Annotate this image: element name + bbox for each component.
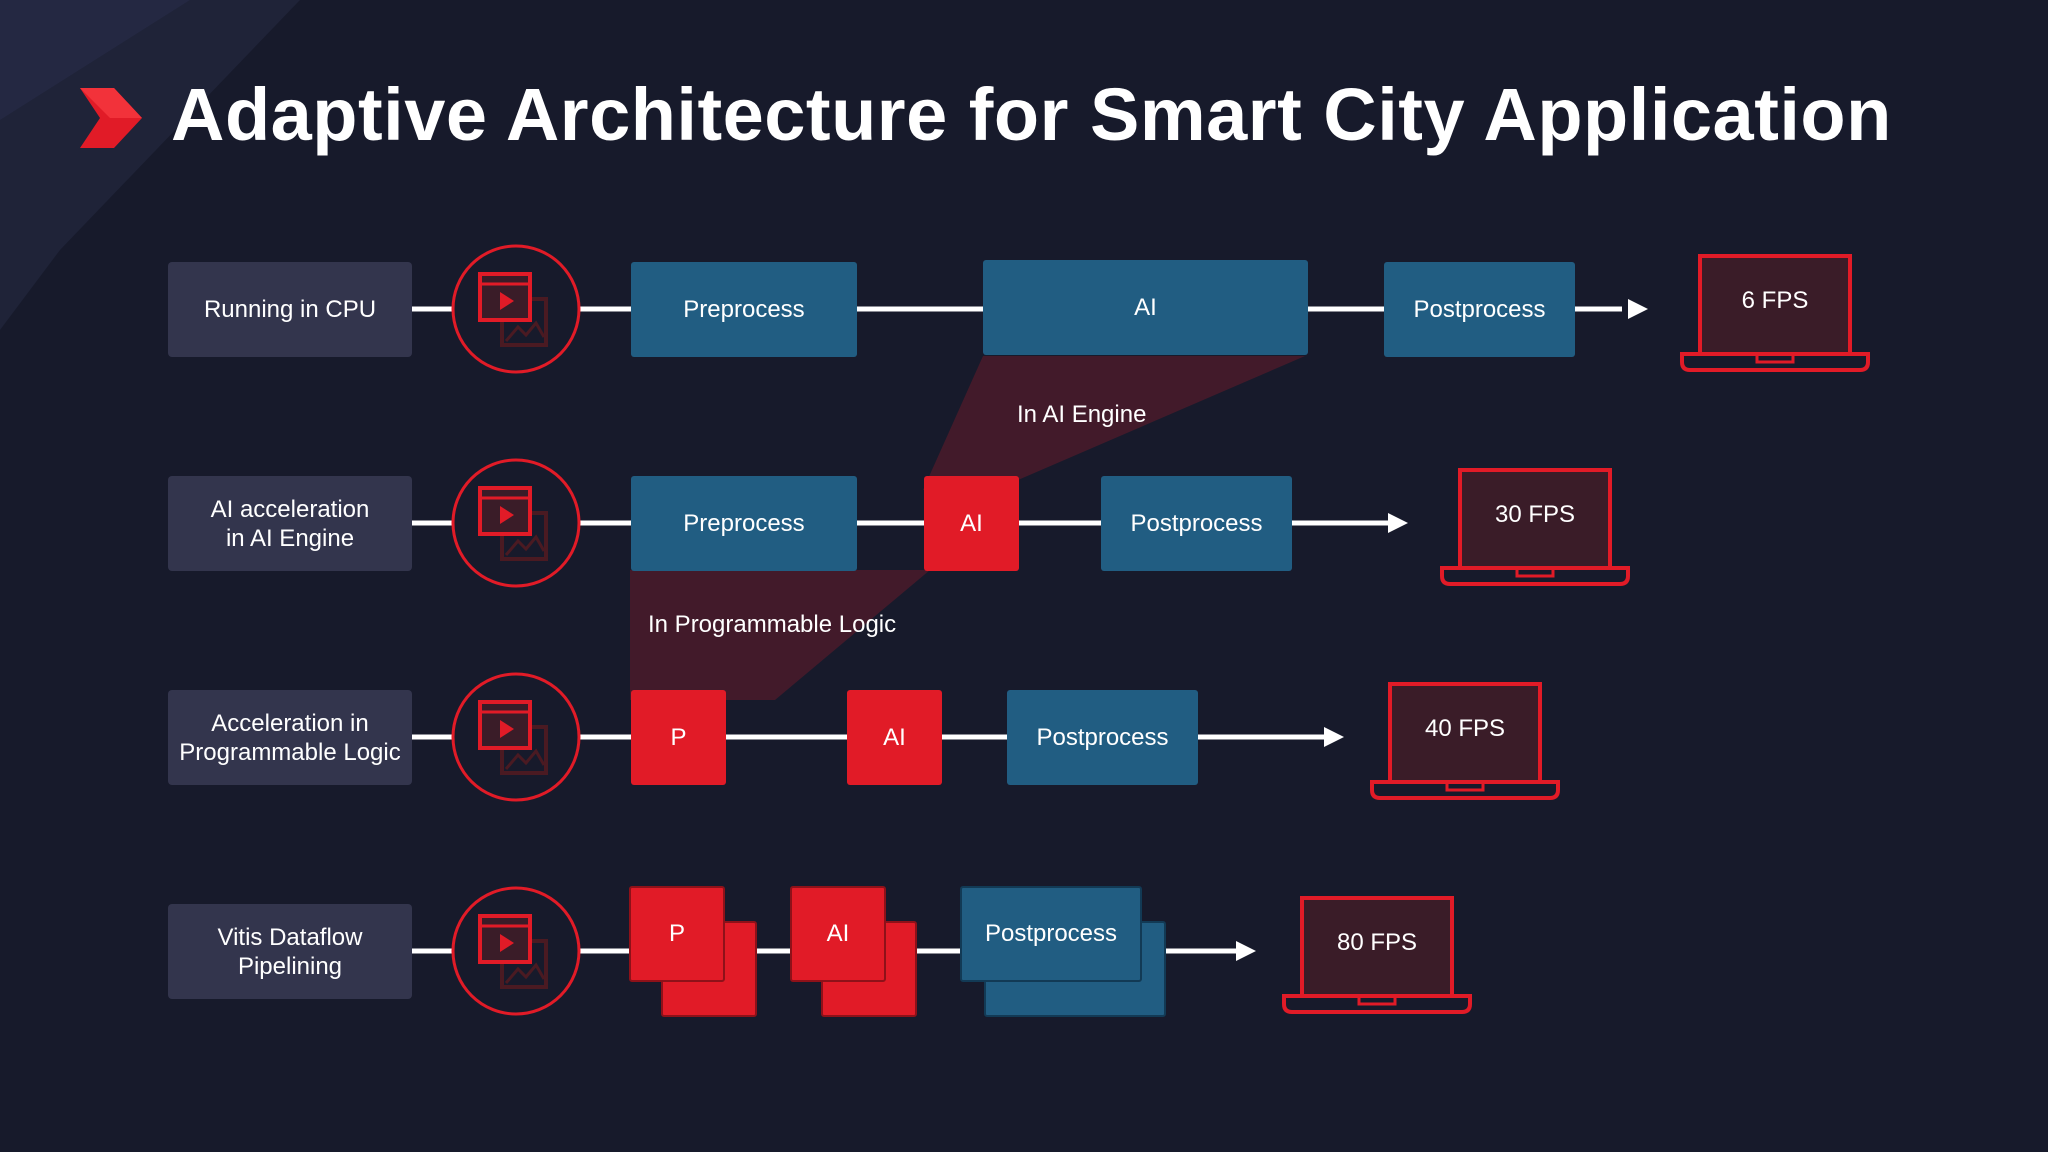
ai-engine-funnel bbox=[923, 356, 1305, 490]
stage-ai: AI bbox=[790, 886, 886, 982]
stage-ai: AI bbox=[924, 476, 1019, 571]
stage-postprocess: Postprocess bbox=[1384, 262, 1575, 357]
programmable-logic-funnel bbox=[630, 570, 930, 700]
fps-value: 30 FPS bbox=[1494, 501, 1576, 528]
fps-value: 80 FPS bbox=[1336, 929, 1418, 956]
row-label-text: Pipelining bbox=[237, 952, 343, 980]
stage-postprocess: Postprocess bbox=[1101, 476, 1292, 571]
arrow-right-icon bbox=[1324, 727, 1344, 747]
row-label-programmable-logic: Acceleration in Programmable Logic bbox=[168, 690, 412, 785]
stage-postprocess: Postprocess bbox=[960, 886, 1142, 982]
fps-value: 6 FPS bbox=[1741, 287, 1809, 314]
stage-preprocess-short: P bbox=[631, 690, 726, 785]
stage-ai: AI bbox=[983, 260, 1308, 355]
stage-preprocess: Preprocess bbox=[631, 476, 857, 571]
page-title: Adaptive Architecture for Smart City App… bbox=[171, 73, 1892, 156]
arrow-right-icon bbox=[1388, 513, 1408, 533]
row-label-text: in AI Engine bbox=[225, 524, 355, 552]
row-label-dataflow: Vitis Dataflow Pipelining bbox=[168, 904, 412, 999]
stage-ai: AI bbox=[847, 690, 942, 785]
arrow-right-icon bbox=[1236, 941, 1256, 961]
row-label-text: AI acceleration bbox=[210, 495, 370, 523]
annotation-ai-engine: In AI Engine bbox=[1017, 401, 1147, 428]
row-label-ai-engine: AI acceleration in AI Engine bbox=[168, 476, 412, 571]
arrow-right-icon bbox=[1628, 299, 1648, 319]
row-label-text: Running in CPU bbox=[203, 296, 377, 323]
fps-value: 40 FPS bbox=[1424, 715, 1506, 742]
row-label-text: Acceleration in bbox=[211, 709, 369, 737]
row-label-text: Programmable Logic bbox=[179, 738, 401, 766]
stage-preprocess-short: P bbox=[629, 886, 725, 982]
stage-preprocess: Preprocess bbox=[631, 262, 857, 357]
stage-postprocess: Postprocess bbox=[1007, 690, 1198, 785]
row-label-cpu: Running in CPU bbox=[168, 262, 412, 357]
annotation-programmable-logic: In Programmable Logic bbox=[648, 611, 897, 638]
row-label-text: Vitis Dataflow bbox=[217, 923, 363, 951]
chevron-right-icon bbox=[80, 88, 142, 153]
